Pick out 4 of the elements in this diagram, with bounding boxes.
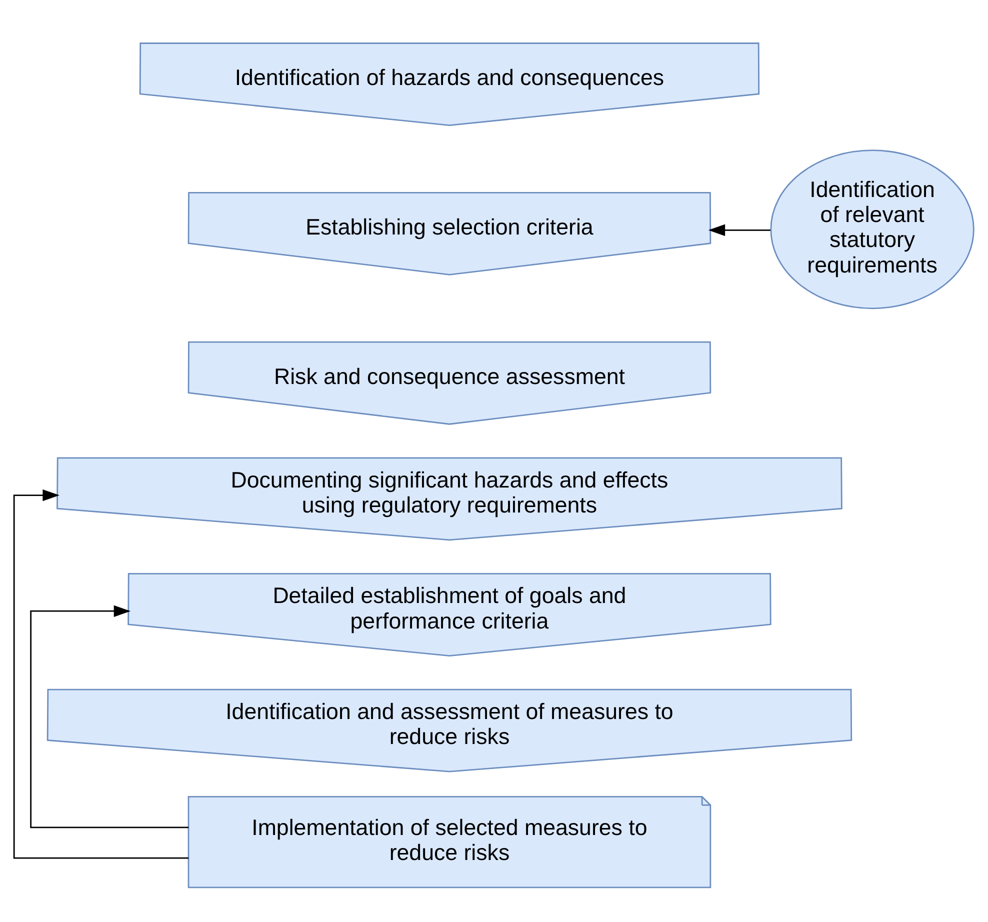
node-ellipse: Identification of relevant statutory requirements xyxy=(770,150,974,310)
arrow xyxy=(30,605,188,828)
arrow xyxy=(13,489,188,859)
arrow xyxy=(708,224,770,236)
